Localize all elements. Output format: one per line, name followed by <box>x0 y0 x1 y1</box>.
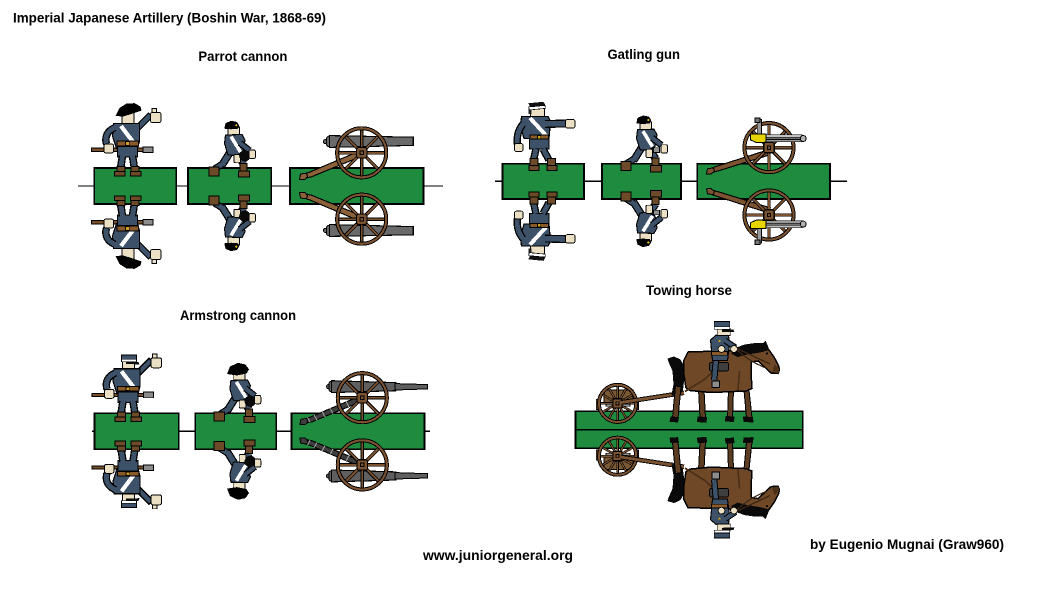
svg-text:Imperial Japanese Artillery (B: Imperial Japanese Artillery (Boshin War,… <box>13 10 326 25</box>
svg-text:by Eugenio Mugnai (Graw960): by Eugenio Mugnai (Graw960) <box>810 537 1004 552</box>
svg-text:Gatling gun: Gatling gun <box>608 47 681 62</box>
svg-text:Towing horse: Towing horse <box>646 283 732 298</box>
svg-text:Parrot cannon: Parrot cannon <box>198 49 287 64</box>
svg-text:Armstrong cannon: Armstrong cannon <box>180 308 296 323</box>
svg-text:www.juniorgeneral.org: www.juniorgeneral.org <box>422 548 573 563</box>
